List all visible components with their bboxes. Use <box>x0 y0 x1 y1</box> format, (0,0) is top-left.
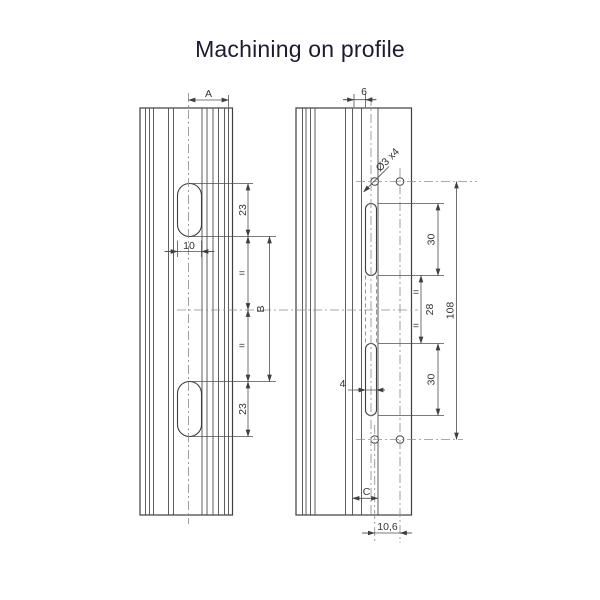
dim-slot-spacing-label: B <box>255 305 267 312</box>
page-title: Machining on profile <box>195 36 405 62</box>
right-profile-grooves <box>302 108 379 515</box>
equal-mark-right-top: = <box>413 287 419 299</box>
left-dimensions: A 10 23 23 B = = <box>164 88 276 437</box>
equal-mark-top: = <box>239 268 245 280</box>
equal-mark-bottom: = <box>239 340 245 352</box>
dim-upper-slot-length-label: 23 <box>237 204 249 216</box>
centerlines <box>177 93 477 543</box>
dim-hole-span-108-label: 108 <box>445 302 457 320</box>
dim-slot-gap-28-label: 28 <box>424 304 436 316</box>
dim-lower-slot-length-label: 23 <box>237 403 249 415</box>
dim-slot-width-4-label: 4 <box>340 378 346 390</box>
left-profile-grooves <box>145 108 229 515</box>
dim-hole-offset-label: 10,6 <box>377 521 398 533</box>
dim-lower-slot-30-label: 30 <box>426 374 438 386</box>
left-upper-slot <box>176 182 203 238</box>
left-profile <box>139 107 234 516</box>
dim-slot-width-label: 10 <box>183 240 195 252</box>
dim-bottom-width-c-label: C <box>363 486 371 498</box>
dim-groove-width-label: 6 <box>361 86 367 98</box>
hidden-slot-lines <box>365 275 377 344</box>
dim-left-width-label: A <box>205 88 212 100</box>
dim-upper-slot-30-label: 30 <box>426 234 438 246</box>
equal-mark-right-bottom: = <box>413 320 419 332</box>
right-dimensions: 6 Ø3 x4 30 28 108 30 = = 4 C 10,6 <box>340 86 459 536</box>
left-lower-slot <box>176 380 203 438</box>
right-profile <box>295 107 413 516</box>
